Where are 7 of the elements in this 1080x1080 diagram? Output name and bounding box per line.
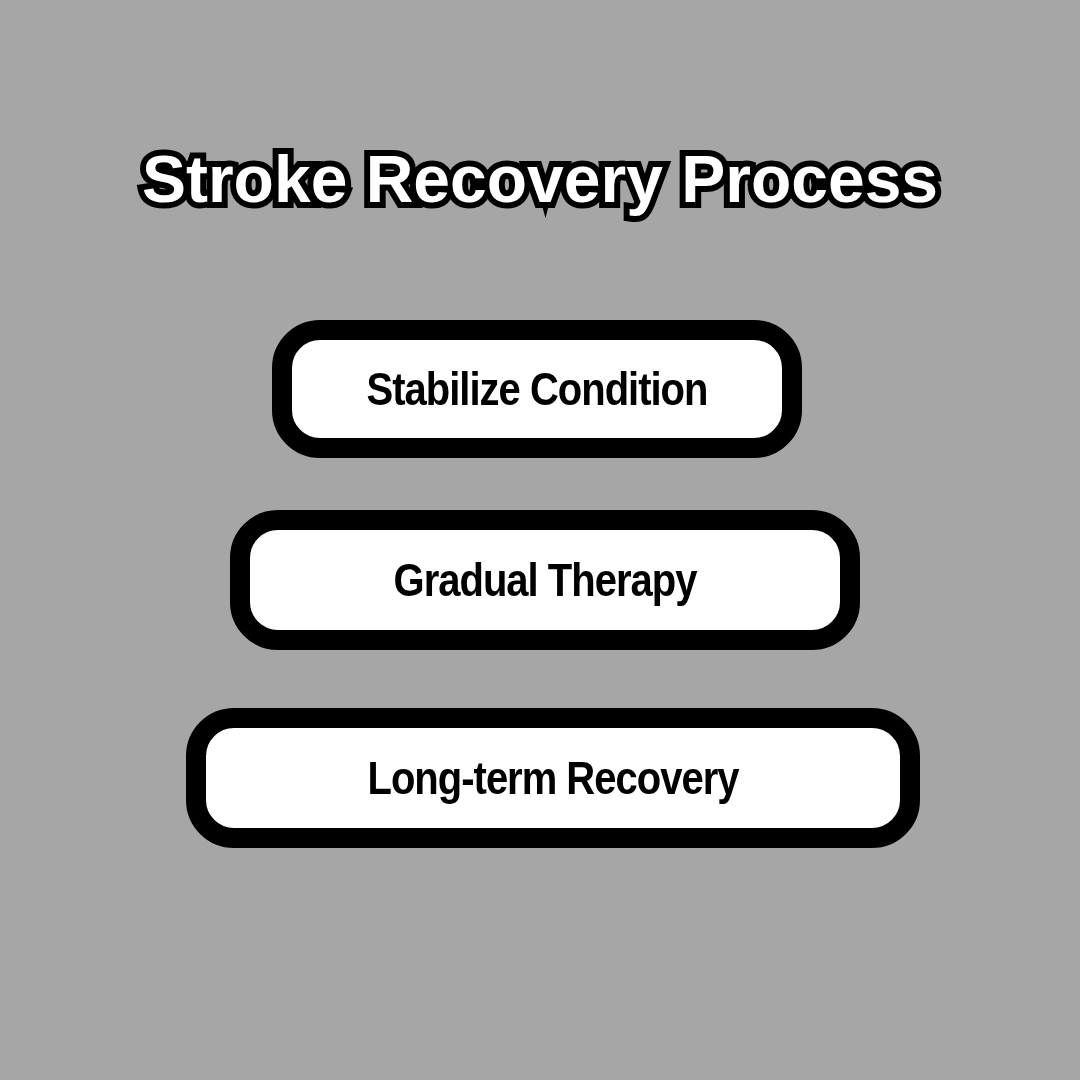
step-label: Long-term Recovery — [367, 751, 739, 806]
title: Stroke Recovery Process — [141, 141, 939, 218]
process-box — [272, 320, 802, 458]
step-label: Stabilize Condition — [366, 362, 708, 417]
process-box — [230, 510, 860, 650]
step-label: Gradual Therapy — [393, 553, 697, 608]
process-box — [186, 708, 920, 848]
